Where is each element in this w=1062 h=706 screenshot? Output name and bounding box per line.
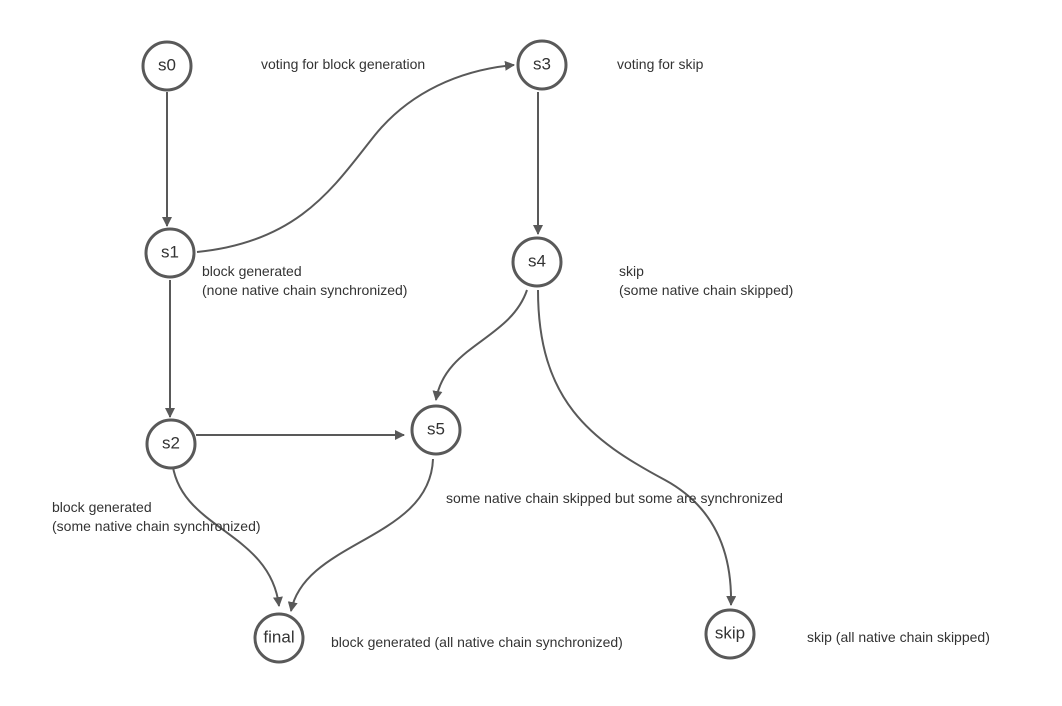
annotation-line: block generated (all native chain synchr… bbox=[331, 634, 623, 650]
edge-s1-s3 bbox=[196, 60, 515, 253]
state-node-s0: s0 bbox=[141, 40, 193, 92]
state-circle bbox=[141, 40, 193, 92]
edge-s4-s5 bbox=[432, 289, 528, 401]
state-circle bbox=[145, 418, 197, 470]
annotation-s1: block generated (none native chain synch… bbox=[202, 263, 407, 298]
state-label: s2 bbox=[162, 434, 180, 453]
state-node-final: final bbox=[253, 612, 305, 664]
annotation-line: skip bbox=[619, 263, 644, 279]
state-node-s2: s2 bbox=[145, 418, 197, 470]
state-circle bbox=[511, 236, 563, 288]
annotation-s4: skip (some native chain skipped) bbox=[619, 263, 793, 298]
state-circle bbox=[704, 608, 756, 660]
state-node-s3: s3 bbox=[516, 39, 568, 91]
annotation-line: (some native chain skipped) bbox=[619, 282, 793, 298]
edge-s5-final bbox=[287, 458, 434, 612]
state-node-s5: s5 bbox=[410, 404, 462, 456]
state-node-s4: s4 bbox=[511, 236, 563, 288]
state-node-s1: s1 bbox=[144, 227, 196, 279]
annotation-line: (none native chain synchronized) bbox=[202, 282, 407, 298]
edges bbox=[162, 60, 737, 612]
edge-s2-final bbox=[171, 459, 283, 607]
annotation-final: block generated (all native chain synchr… bbox=[331, 634, 623, 650]
annotation-s3: voting for skip bbox=[617, 56, 704, 72]
annotation-skip: skip (all native chain skipped) bbox=[807, 629, 990, 645]
annotation-s0: voting for block generation bbox=[261, 56, 425, 72]
annotation-line: some native chain skipped but some are s… bbox=[446, 490, 783, 506]
state-circle bbox=[410, 404, 462, 456]
state-label: s3 bbox=[533, 55, 551, 74]
state-circle bbox=[144, 227, 196, 279]
state-label: s0 bbox=[158, 56, 176, 75]
annotation-line: (some native chain synchronized) bbox=[52, 518, 261, 534]
annotation-line: block generated bbox=[202, 263, 302, 279]
state-node-skip: skip bbox=[704, 608, 756, 660]
annotation-s2: block generated (some native chain synch… bbox=[52, 499, 261, 534]
annotation-line: voting for block generation bbox=[261, 56, 425, 72]
annotation-line: voting for skip bbox=[617, 56, 704, 72]
annotation-line: skip (all native chain skipped) bbox=[807, 629, 990, 645]
edge-s4-skip bbox=[537, 289, 737, 606]
annotation-line: block generated bbox=[52, 499, 152, 515]
state-label: final bbox=[263, 628, 294, 647]
annotations: voting for block generation voting for s… bbox=[52, 56, 990, 650]
state-label: s4 bbox=[528, 252, 546, 271]
state-label: s5 bbox=[427, 420, 445, 439]
state-label: skip bbox=[715, 624, 745, 643]
state-circle bbox=[253, 612, 305, 664]
state-label: s1 bbox=[161, 243, 179, 262]
annotation-s5: some native chain skipped but some are s… bbox=[446, 490, 783, 506]
state-circle bbox=[516, 39, 568, 91]
